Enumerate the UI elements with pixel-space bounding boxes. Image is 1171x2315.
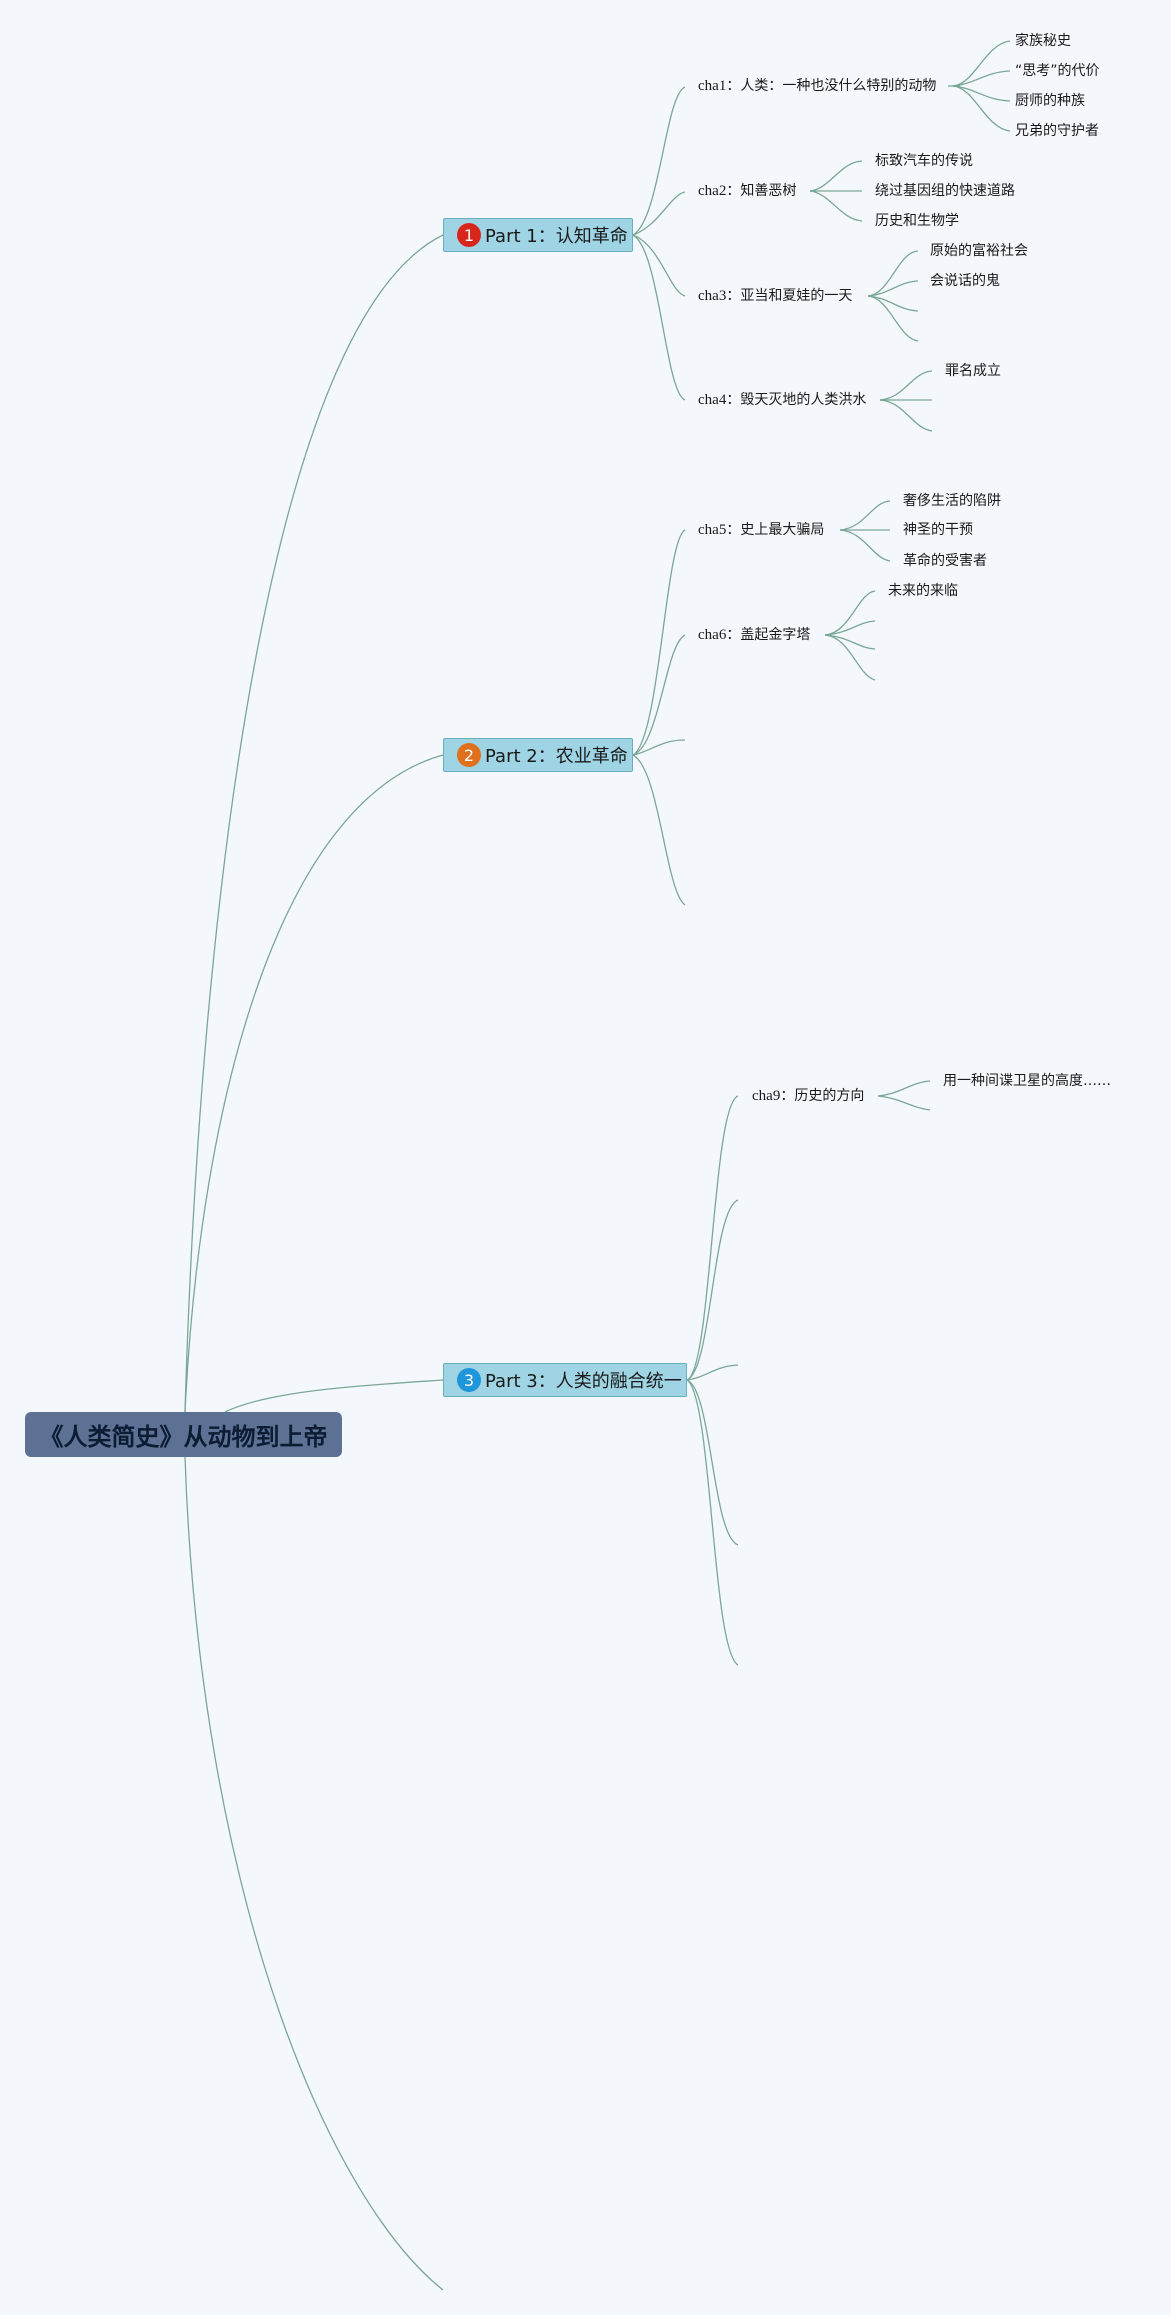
leaf-node[interactable]: 历史和生物学: [875, 213, 959, 229]
root-title: 《人类简史》从动物到上帝: [39, 1423, 328, 1451]
leaf-node[interactable]: 未来的来临: [888, 583, 958, 599]
chapter-code: cha3: [698, 288, 727, 304]
leaf-node[interactable]: 革命的受害者: [903, 553, 987, 569]
chapter-title: ：亚当和夏娃的一天: [726, 288, 853, 304]
chapter-code: cha5: [698, 522, 727, 538]
chapter-node-cha4[interactable]: cha4：毁天灭地的人类洪水: [698, 390, 866, 410]
part-3-node[interactable]: 3 Part 3：人类的融合统一: [443, 1363, 687, 1397]
chapter-title: ：史上最大骗局: [726, 522, 825, 538]
chapter-code: cha1: [698, 78, 727, 94]
connector-root-part1: [184, 234, 444, 1413]
connector-root-part2: [184, 754, 444, 1413]
chapter-title: ：知善恶树: [726, 183, 797, 199]
leaf-node[interactable]: 绕过基因组的快速道路: [875, 183, 1015, 199]
leaf-node[interactable]: 兄弟的守护者: [1015, 123, 1099, 139]
connector-part3-cha9: [686, 1095, 739, 1381]
chapter-node-cha9[interactable]: cha9：历史的方向: [752, 1086, 864, 1106]
chapter-node-cha2[interactable]: cha2：知善恶树: [698, 181, 796, 201]
part-2-number-badge: 2: [457, 743, 481, 767]
chapter-title: ：历史的方向: [780, 1088, 865, 1104]
leaf-node[interactable]: 原始的富裕社会: [930, 243, 1028, 259]
chapter-node-cha5[interactable]: cha5：史上最大骗局: [698, 520, 824, 540]
connector-part1-cha2: [632, 191, 686, 236]
part-1-node[interactable]: 1 Part 1：认知革命: [443, 218, 633, 252]
part-2-node[interactable]: 2 Part 2：农业革命: [443, 738, 633, 772]
part-3-label: Part 3：人类的融合统一: [485, 1371, 682, 1392]
connector-part3-branch5: [686, 1379, 739, 1666]
connector-part2-branch3: [632, 739, 686, 756]
leaf-node[interactable]: 会说话的鬼: [930, 273, 1000, 289]
root-node[interactable]: 《人类简史》从动物到上帝: [25, 1412, 342, 1457]
part-1-number-badge: 1: [457, 223, 481, 247]
chapter-node-cha3[interactable]: cha3：亚当和夏娃的一天: [698, 286, 852, 306]
leaf-node[interactable]: 标致汽车的传说: [875, 153, 973, 169]
connector-part1-cha1: [632, 86, 686, 236]
chapter-title: ：人类：一种也没什么特别的动物: [726, 78, 937, 94]
leaf-node[interactable]: 家族秘史: [1015, 33, 1071, 49]
leaf-node[interactable]: 罪名成立: [945, 363, 1001, 379]
connector-root-part3: [224, 1379, 444, 1413]
part-1-label: Part 1：认知革命: [485, 226, 628, 247]
connector-part2-branch4: [632, 754, 686, 906]
connector-part1-cha3: [632, 234, 686, 297]
leaf-node[interactable]: 用一种间谍卫星的高度……: [943, 1073, 1111, 1089]
leaf-node[interactable]: 厨师的种族: [1015, 93, 1085, 109]
chapter-code: cha4: [698, 392, 727, 408]
chapter-title: ：盖起金字塔: [726, 627, 811, 643]
chapter-code: cha2: [698, 183, 727, 199]
connector-part3-branch4: [686, 1379, 739, 1546]
connector-part2-cha6: [632, 634, 686, 756]
chapter-code: cha6: [698, 627, 727, 643]
connector-part1-cha4: [632, 234, 686, 401]
part-3-number-badge: 3: [457, 1368, 481, 1392]
chapter-node-cha1[interactable]: cha1：人类：一种也没什么特别的动物: [698, 76, 936, 96]
chapter-code: cha9: [752, 1088, 781, 1104]
chapter-node-cha6[interactable]: cha6：盖起金字塔: [698, 625, 810, 645]
connector-part2-cha5: [632, 529, 686, 756]
connector-root-part4: [184, 1456, 444, 2291]
connector-part3-branch3: [686, 1364, 739, 1381]
leaf-node[interactable]: 神圣的干预: [903, 522, 973, 538]
chapter-title: ：毁天灭地的人类洪水: [726, 392, 867, 408]
connector-part3-branch2: [686, 1199, 739, 1381]
leaf-node[interactable]: 奢侈生活的陷阱: [903, 493, 1001, 509]
leaf-node[interactable]: “思考”的代价: [1015, 63, 1100, 79]
part-2-label: Part 2：农业革命: [485, 746, 628, 767]
